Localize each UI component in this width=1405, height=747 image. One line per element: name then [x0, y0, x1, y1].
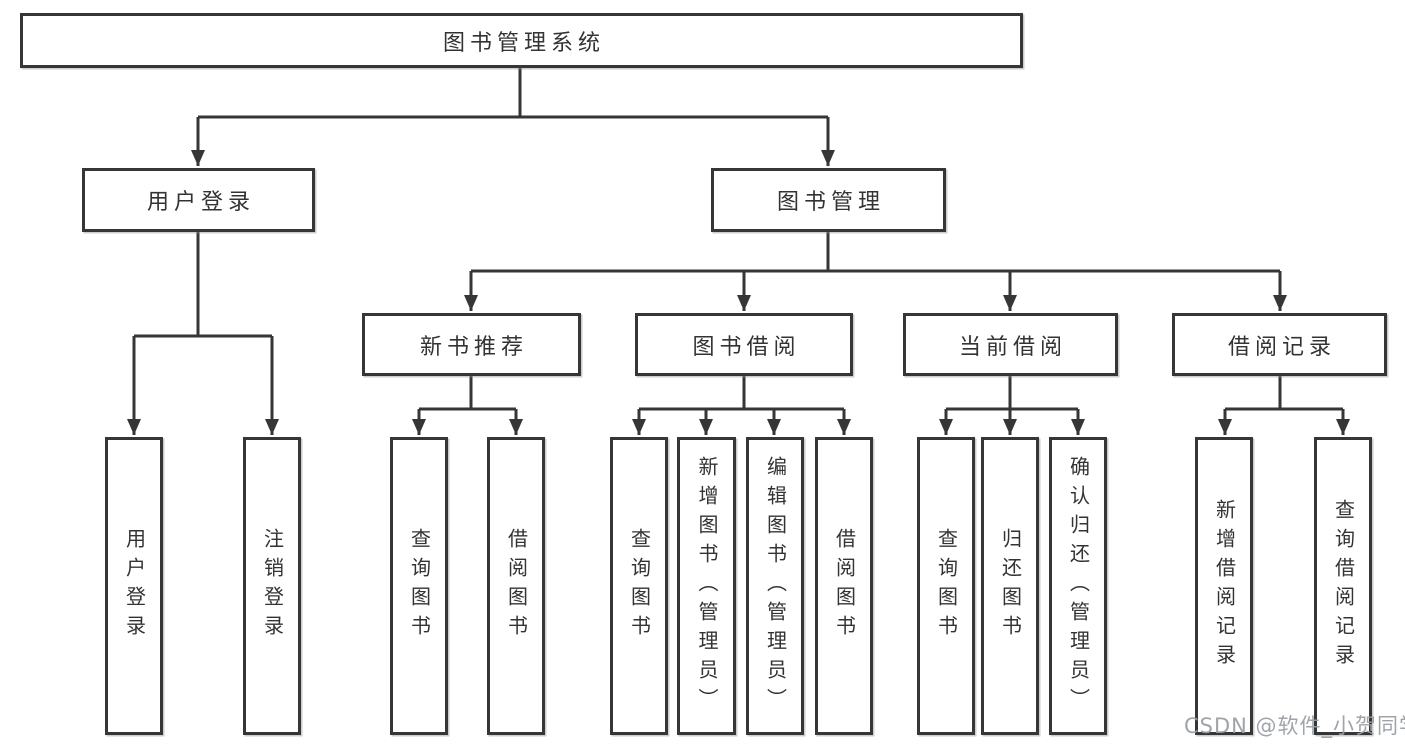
- leaf-edit-book-admin: 编辑图书（管理员）: [746, 437, 804, 735]
- watermark: CSDN @软件_小贺同学: [1184, 714, 1405, 738]
- node-new-book-recommend: 新书推荐: [362, 313, 581, 376]
- connector-borrow-records: [1218, 376, 1350, 435]
- connector-user-login: [127, 232, 279, 435]
- leaf-add-borrow-record: 新增借阅记录: [1195, 437, 1253, 735]
- node-borrow-records: 借阅记录: [1172, 313, 1387, 376]
- leaf-return-books: 归还图书: [981, 437, 1039, 735]
- leaf-borrow-books-borrowing: 借阅图书: [815, 437, 873, 735]
- node-system-root: 图书管理系统: [20, 13, 1023, 68]
- connector-book-borrowing: [632, 376, 851, 435]
- leaf-query-borrow-record: 查询借阅记录: [1314, 437, 1372, 735]
- connector-current-borrowing: [939, 376, 1085, 435]
- leaf-query-books-current: 查询图书: [917, 437, 975, 735]
- connector-root-to-level2: [191, 67, 835, 166]
- node-user-login: 用户登录: [82, 168, 315, 232]
- connector-new-book-recommend: [412, 376, 523, 435]
- connector-book-management: [464, 232, 1287, 311]
- node-current-borrowing: 当前借阅: [903, 313, 1118, 376]
- leaf-query-books-borrowing: 查询图书: [610, 437, 668, 735]
- node-book-borrowing: 图书借阅: [635, 313, 853, 376]
- leaf-borrow-books-recommend: 借阅图书: [487, 437, 545, 735]
- leaf-query-books-recommend: 查询图书: [390, 437, 448, 735]
- leaf-user-login: 用户登录: [105, 437, 163, 735]
- leaf-confirm-return-admin: 确认归还（管理员）: [1049, 437, 1107, 735]
- leaf-add-book-admin: 新增图书（管理员）: [677, 437, 736, 735]
- leaf-logout-login: 注销登录: [243, 437, 301, 735]
- node-book-management: 图书管理: [711, 168, 946, 232]
